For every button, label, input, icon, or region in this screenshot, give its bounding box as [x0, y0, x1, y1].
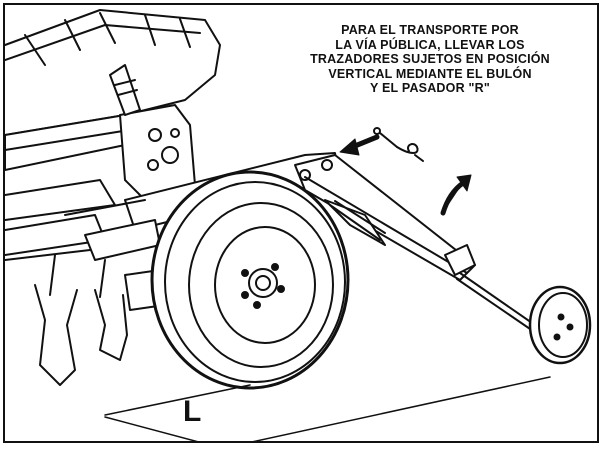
notice-line: LA VÍA PÚBLICA, LLEVAR LOS — [335, 37, 525, 52]
gearbox — [109, 64, 196, 201]
notice-line: TRAZADORES SUJETOS EN POSICIÓN — [310, 52, 550, 66]
wheel — [150, 170, 350, 390]
marker-arm — [294, 154, 536, 332]
pin-and-r-clip — [373, 127, 424, 162]
transport-notice: PARA EL TRANSPORTE POR LA VÍA PÚBLICA, L… — [265, 23, 595, 96]
seeder-drawing — [5, 9, 592, 441]
pin-arrow — [339, 134, 380, 156]
dimension-label: L — [183, 395, 202, 428]
rotation-arrow — [440, 174, 472, 216]
dimension-lines — [104, 376, 551, 441]
marker-disc — [528, 285, 592, 365]
notice-line: VERTICAL MEDIANTE EL BULÓN — [328, 66, 532, 81]
illustration-frame: PARA EL TRANSPORTE POR LA VÍA PÚBLICA, L… — [3, 3, 599, 443]
notice-line: PARA EL TRANSPORTE POR — [341, 23, 519, 37]
notice-line: Y EL PASADOR "R" — [370, 81, 490, 95]
disc-openers — [34, 254, 166, 386]
